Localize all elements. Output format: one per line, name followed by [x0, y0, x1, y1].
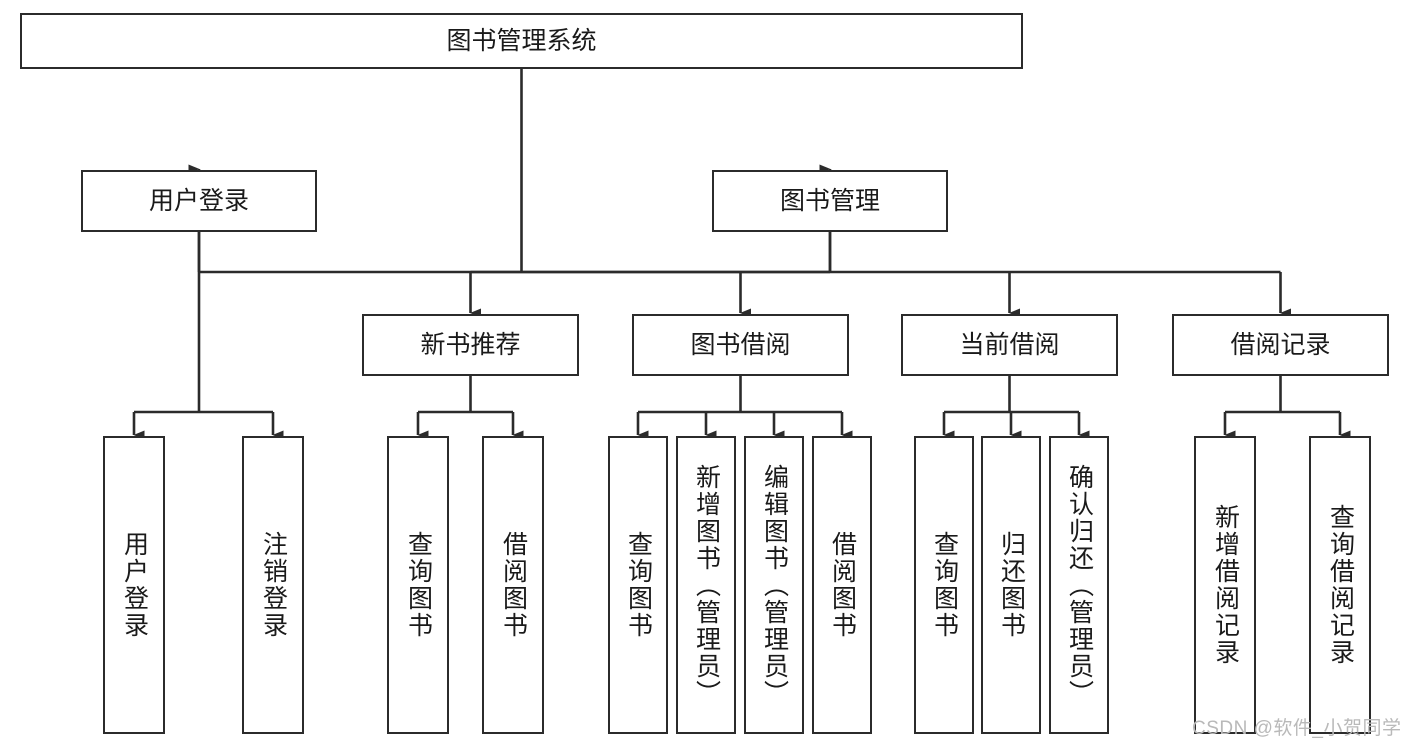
node-leaf-logout-label: 注销登录	[259, 531, 288, 639]
node-leaf-borrow-book[interactable]: 借阅图书	[812, 436, 872, 734]
node-leaf-add-borrow-record-label: 新增借阅记录	[1211, 504, 1240, 666]
node-borrow-records[interactable]: 借阅记录	[1172, 314, 1389, 376]
node-leaf-borrow-books-rec[interactable]: 借阅图书	[482, 436, 544, 734]
node-book-borrow[interactable]: 图书借阅	[632, 314, 849, 376]
node-user-login[interactable]: 用户登录	[81, 170, 317, 232]
node-leaf-edit-book-admin-label: 编辑图书（管理员）	[760, 463, 789, 707]
node-leaf-query-books-rec[interactable]: 查询图书	[387, 436, 449, 734]
node-root-label: 图书管理系统	[446, 26, 597, 55]
node-book-borrow-label: 图书借阅	[690, 330, 791, 359]
node-leaf-logout[interactable]: 注销登录	[242, 436, 304, 734]
node-leaf-return-book-label: 归还图书	[997, 531, 1026, 639]
node-leaf-add-borrow-record[interactable]: 新增借阅记录	[1194, 436, 1256, 734]
node-leaf-query-books-current[interactable]: 查询图书	[914, 436, 974, 734]
node-current-borrow[interactable]: 当前借阅	[901, 314, 1118, 376]
node-leaf-return-book[interactable]: 归还图书	[981, 436, 1041, 734]
node-leaf-user-login[interactable]: 用户登录	[103, 436, 165, 734]
node-leaf-add-book-admin-label: 新增图书（管理员）	[692, 463, 721, 707]
node-leaf-user-login-label: 用户登录	[120, 531, 149, 639]
node-current-borrow-label: 当前借阅	[959, 330, 1060, 359]
node-book-management[interactable]: 图书管理	[712, 170, 948, 232]
node-leaf-confirm-return-admin-label: 确认归还（管理员）	[1065, 463, 1094, 707]
node-leaf-borrow-book-label: 借阅图书	[828, 531, 857, 639]
node-root[interactable]: 图书管理系统	[20, 13, 1023, 69]
node-leaf-confirm-return-admin[interactable]: 确认归还（管理员）	[1049, 436, 1109, 734]
node-leaf-query-borrow-record-label: 查询借阅记录	[1326, 504, 1355, 666]
node-borrow-records-label: 借阅记录	[1230, 330, 1331, 359]
node-leaf-query-books-current-label: 查询图书	[930, 531, 959, 639]
node-leaf-query-borrow-record[interactable]: 查询借阅记录	[1309, 436, 1371, 734]
node-new-book-recommend[interactable]: 新书推荐	[362, 314, 579, 376]
node-leaf-borrow-books-rec-label: 借阅图书	[499, 531, 528, 639]
node-book-management-label: 图书管理	[779, 186, 880, 215]
node-user-login-label: 用户登录	[148, 186, 249, 215]
node-leaf-query-books-borrow[interactable]: 查询图书	[608, 436, 668, 734]
node-new-book-recommend-label: 新书推荐	[420, 330, 521, 359]
node-leaf-query-books-rec-label: 查询图书	[404, 531, 433, 639]
node-leaf-add-book-admin[interactable]: 新增图书（管理员）	[676, 436, 736, 734]
node-leaf-edit-book-admin[interactable]: 编辑图书（管理员）	[744, 436, 804, 734]
node-leaf-query-books-borrow-label: 查询图书	[624, 531, 653, 639]
